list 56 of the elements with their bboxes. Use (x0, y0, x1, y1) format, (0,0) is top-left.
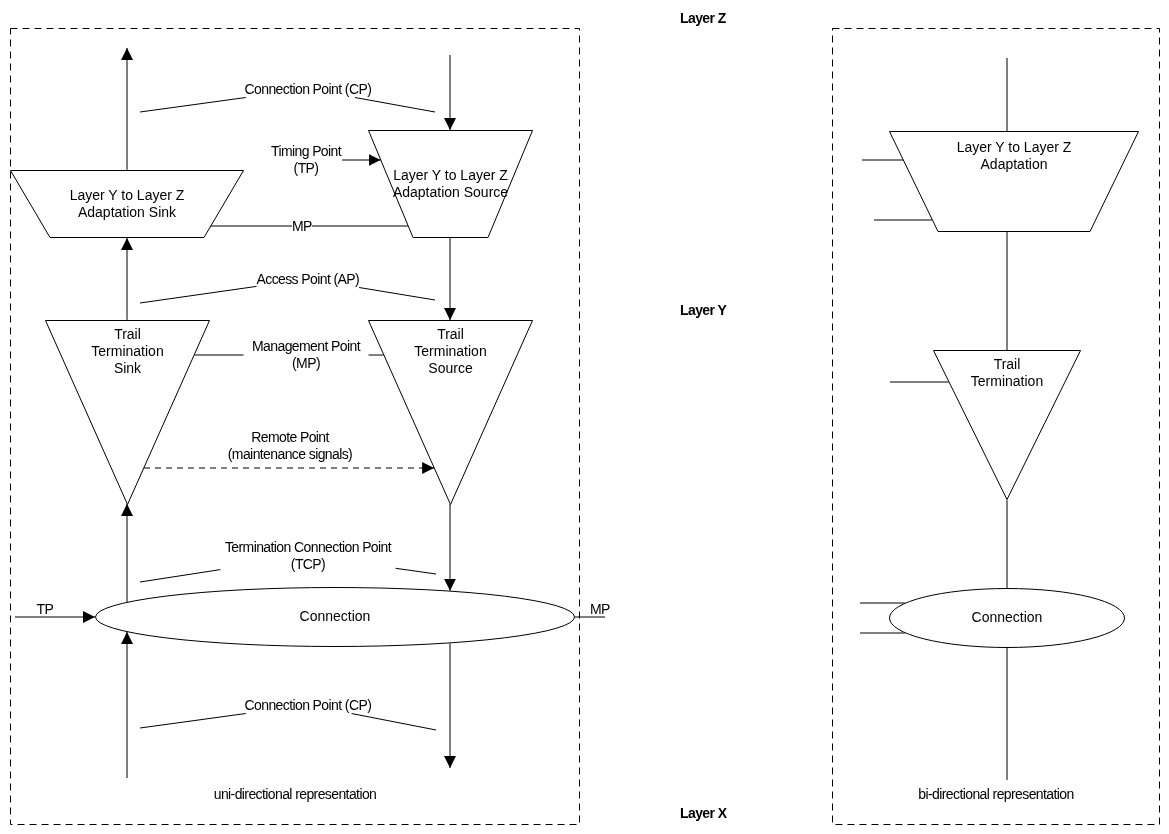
point-label: TP (36, 600, 54, 618)
connector-line (1006, 499, 1008, 589)
function-label: Layer Y to Layer Z Adaptation Source (391, 167, 510, 201)
connector-line (1006, 231, 1008, 351)
function-label: Trail Termination Sink (90, 326, 165, 377)
leader-line (139, 569, 221, 583)
function-label: Connection (970, 609, 1044, 626)
arrow (444, 642, 456, 769)
arrow (444, 54, 456, 131)
leader-line (139, 285, 257, 304)
layer-label: Layer X (680, 805, 727, 821)
leader-line (358, 287, 436, 301)
connector-line (193, 354, 244, 356)
arrow (121, 503, 133, 603)
frame-caption: uni-directional representation (212, 786, 378, 803)
point-label: MP (292, 217, 312, 235)
connector-line (889, 381, 950, 383)
connector-line (368, 354, 385, 356)
connector-line (574, 616, 606, 618)
leader-line (354, 97, 436, 113)
connector-line (311, 225, 409, 227)
arrow (341, 154, 382, 166)
arrow (121, 631, 133, 779)
arrow (444, 237, 456, 321)
function-label: Layer Y to Layer Z Adaptation Sink (68, 187, 186, 221)
layer-label: Layer Z (680, 10, 726, 26)
frame-caption: bi-directional representation (917, 786, 1075, 803)
arrow (121, 47, 133, 171)
connector-line (859, 632, 906, 634)
dashed-arrow (143, 462, 435, 474)
function-label: Trail Termination (969, 356, 1045, 390)
leader-line (139, 97, 247, 113)
edge-label: Remote Point (maintenance signals) (226, 429, 354, 463)
point-label: Management Point (MP) (243, 338, 369, 372)
point-label: Timing Point (TP) (270, 143, 342, 177)
leader-line (395, 567, 437, 575)
connector-line (859, 602, 906, 604)
arrow (121, 237, 133, 321)
leader-line (139, 713, 247, 729)
function-label: Connection (298, 608, 372, 625)
connector-line (861, 159, 904, 161)
connector-line (1006, 57, 1008, 132)
function-label: Layer Y to Layer Z Adaptation (955, 139, 1073, 173)
point-label: Connection Point (CP) (244, 80, 372, 98)
function-label: Trail Termination Source (413, 326, 488, 377)
layer-label: Layer Y (680, 302, 727, 318)
point-label: MP (590, 600, 610, 618)
point-label: Termination Connection Point (TCP) (220, 539, 396, 573)
leader-line (1006, 647, 1008, 781)
point-label: Access Point (AP) (256, 270, 360, 288)
arrow (14, 611, 96, 623)
leader-line (351, 713, 437, 731)
arrow (444, 503, 456, 592)
connector-line (210, 225, 293, 227)
point-label: Connection Point (CP) (244, 696, 372, 714)
connector-line (873, 219, 933, 221)
